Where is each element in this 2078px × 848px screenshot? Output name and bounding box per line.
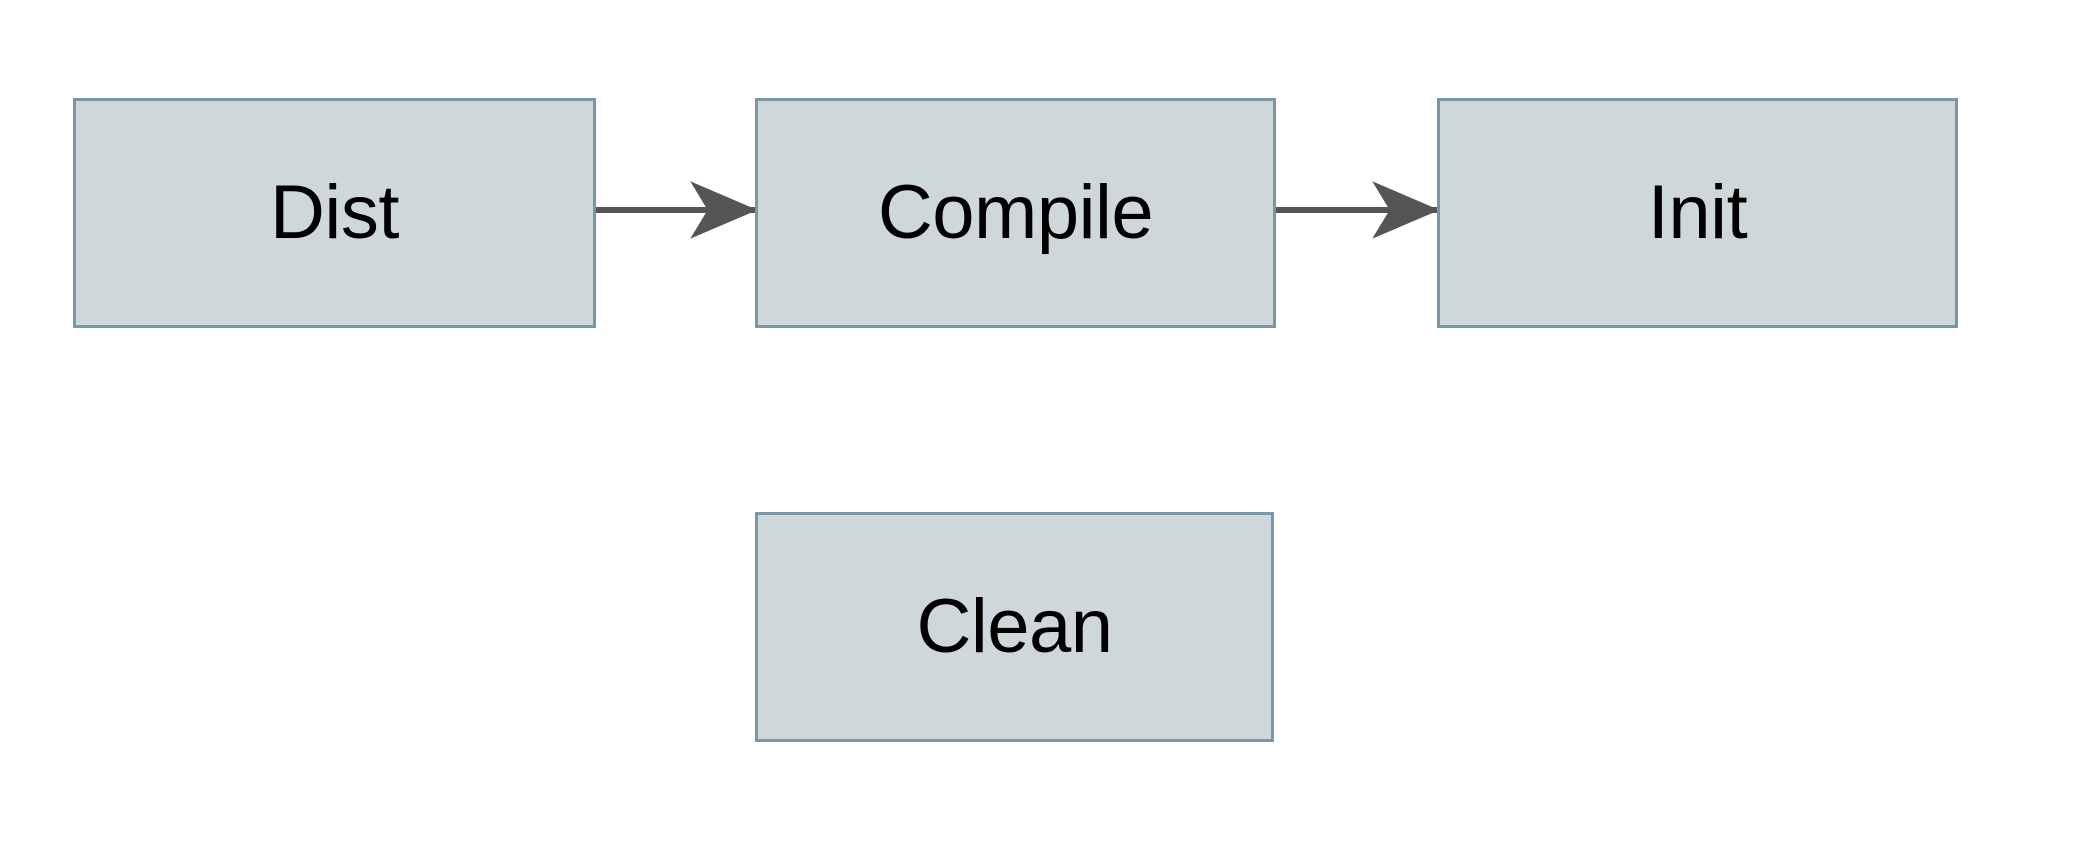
- node-compile[interactable]: Compile: [755, 98, 1276, 328]
- node-clean[interactable]: Clean: [755, 512, 1274, 742]
- edge-compile-to-init-hitbox[interactable]: [1276, 188, 1437, 232]
- node-init-label: Init: [1647, 170, 1748, 255]
- node-init[interactable]: Init: [1437, 98, 1958, 328]
- node-compile-label: Compile: [877, 170, 1154, 255]
- node-dist[interactable]: Dist: [73, 98, 596, 328]
- node-dist-label: Dist: [270, 170, 399, 255]
- node-clean-label: Clean: [916, 584, 1113, 669]
- edge-dist-to-compile-hitbox[interactable]: [596, 188, 755, 232]
